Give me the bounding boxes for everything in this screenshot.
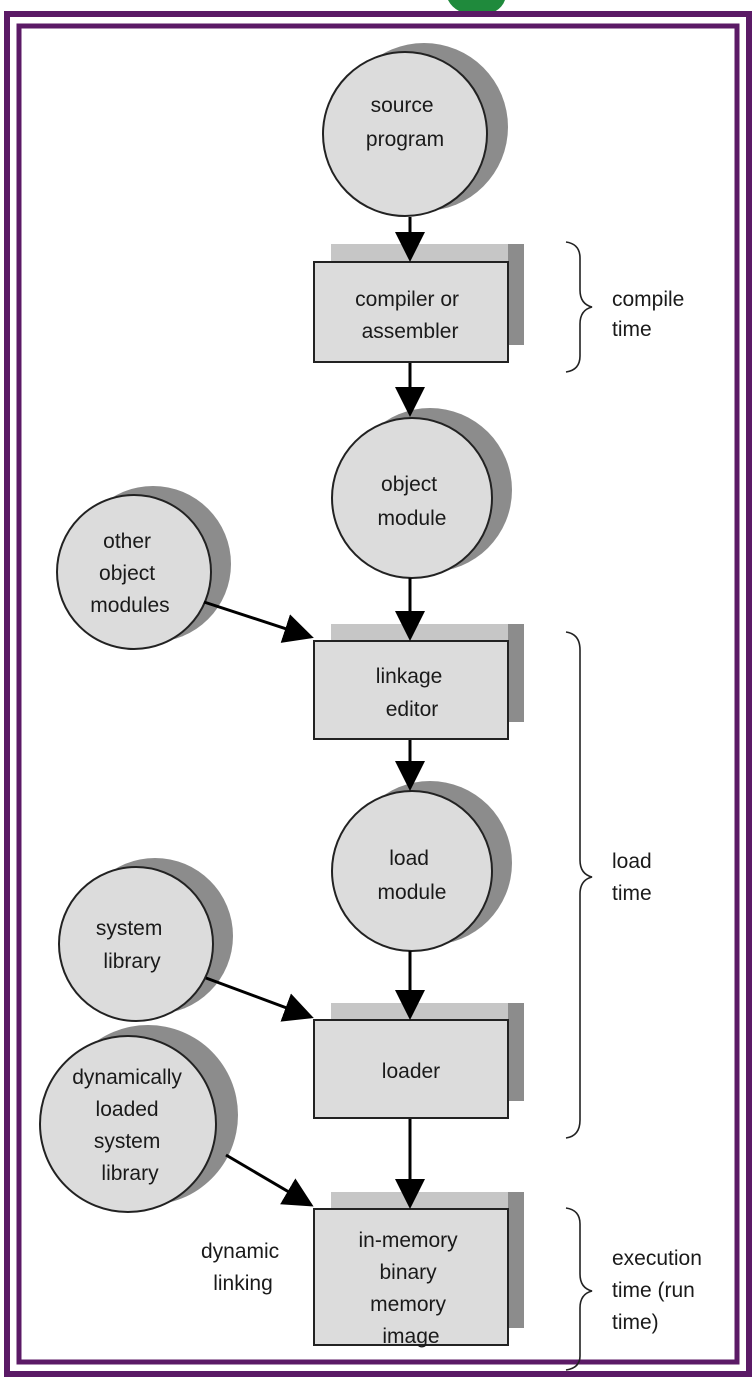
node-label-line: source program: [366, 94, 444, 151]
brace-compile-time: [565, 241, 593, 373]
svg-text:compiler or assembler: compiler or assembler: [355, 288, 465, 343]
node-loader: loader: [313, 1003, 524, 1119]
svg-text:system library: system library: [96, 917, 168, 973]
edge-other-modules-to-linkage-editor: [203, 600, 314, 643]
phase-label-execution-time: execution time (run time): [612, 1247, 708, 1334]
brace-load-time: [565, 631, 593, 1139]
edges: [203, 217, 425, 1209]
brace-execution-time: [565, 1207, 593, 1371]
phase-label-compile-time: compile time: [612, 288, 690, 341]
annotation-dynamic-linking: dynamic linking: [201, 1240, 285, 1295]
node-linkage-editor: linkage editor: [313, 624, 524, 740]
node-load-module: load module: [331, 781, 512, 952]
svg-text:loader: loader: [382, 1060, 440, 1083]
node-compiler-or-assembler: compiler or assembler: [313, 244, 524, 363]
node-in-memory-binary-image: in-memory binary memory image: [313, 1192, 524, 1348]
edge-dynamic-library-to-in-memory-image: [225, 1153, 314, 1207]
inner-frame: [16, 23, 740, 1365]
phase-label-load-time: load time: [612, 850, 658, 905]
node-system-library: system library: [58, 858, 233, 1022]
svg-text:load module: load module: [378, 847, 447, 904]
svg-text:dynamically loaded: dynamically loaded system library: [72, 1066, 188, 1185]
svg-text:other object m: other object modules: [90, 530, 169, 617]
node-dynamically-loaded-system-library: dynamically loaded system library: [39, 1025, 238, 1213]
svg-text:linkage editor: linkage editor: [376, 665, 448, 721]
outer-frame: [4, 11, 752, 1377]
node-source-program: source program: [322, 43, 508, 217]
edge-system-library-to-loader: [205, 976, 314, 1022]
svg-text:object module: object module: [378, 473, 447, 530]
node-object-module: object module: [331, 408, 512, 579]
node-other-object-modules: other object modules: [56, 486, 231, 650]
svg-text:in-memory binary: in-memory binary memory image: [358, 1229, 463, 1348]
